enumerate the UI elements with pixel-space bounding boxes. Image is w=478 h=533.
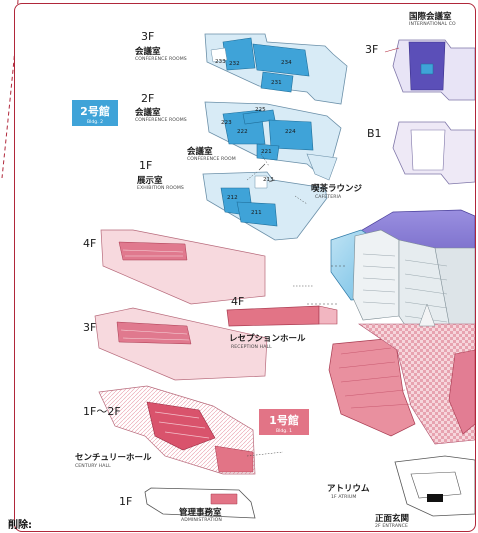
intl-3f-floor: 3F — [365, 43, 379, 56]
reception-jp: レセプションホール — [229, 334, 306, 344]
room-224: 224 — [285, 129, 296, 135]
deleted-label: 削除: — [8, 520, 32, 531]
bldg2-1f-exh-jp: 展示室 — [137, 176, 163, 186]
intl-3f-plan — [384, 39, 475, 101]
century-en: CENTURY HALL — [75, 464, 111, 469]
atrium-en: 1F ATRIUM — [331, 495, 357, 500]
floor-map-drawing — [94, 33, 475, 519]
room-222: 222 — [237, 129, 248, 135]
bldg2-2f-en: CONFERENCE ROOMS — [135, 118, 187, 123]
room-213: 213 — [263, 177, 274, 183]
admin-jp: 管理事務室 — [179, 508, 222, 518]
century-hall-plan — [98, 385, 256, 475]
bldg2-badge: 2号館 Bldg. 2 — [72, 100, 118, 126]
bldg2-2f-jp: 会議室 — [135, 108, 161, 118]
room-223: 223 — [221, 120, 232, 126]
bldg1-exterior — [305, 209, 475, 445]
bldg2-2f-plan — [204, 101, 342, 181]
entrance-jp: 正面玄関 — [375, 514, 410, 524]
bldg2-1f-plan — [202, 163, 328, 241]
room-231: 231 — [271, 80, 282, 86]
bldg1-1f2f-floor: 1F～2F — [83, 405, 121, 418]
atrium-jp: アトリウム — [327, 484, 370, 494]
cafeteria-en: CAFETERIA — [315, 195, 342, 200]
bldg1-4f-floor: 4F — [83, 237, 97, 250]
bldg1-4f-plan — [100, 229, 266, 305]
bldg2-3f-jp: 会議室 — [135, 47, 161, 57]
intl-jp: 国際会議室 — [409, 12, 452, 22]
bldg1-3f-floor: 3F — [83, 321, 97, 334]
bldg2-3f-plan — [204, 33, 348, 105]
bldg1-name: 1号館 — [269, 414, 299, 427]
intl-b1-floor: B1 — [367, 127, 382, 140]
reception-hall-plan — [226, 305, 338, 327]
century-jp: センチュリーホール — [75, 453, 152, 463]
bldg2-1f-conf-jp: 会議室 — [187, 147, 213, 157]
room-212: 212 — [227, 195, 238, 201]
bldg2-2f-floor: 2F — [141, 92, 155, 105]
room-232: 232 — [229, 61, 240, 67]
bldg2-3f-en: CONFERENCE ROOMS — [135, 57, 187, 62]
bldg2-sub: Bldg. 2 — [86, 120, 104, 125]
bldg2-1f-exh-en: EXHIBITION ROOMS — [137, 186, 184, 191]
room-221: 221 — [261, 149, 272, 155]
bldg1-badge: 1号館 Bldg. 1 — [259, 409, 309, 435]
atrium-plan — [394, 455, 475, 517]
bldg1-sub: Bldg. 1 — [275, 429, 293, 434]
reception-floor: 4F — [231, 295, 245, 308]
bldg2-1f-conf-en: CONFERENCE ROOM — [187, 157, 236, 162]
cafeteria-jp: 喫茶ラウンジ — [311, 184, 363, 194]
room-225: 225 — [255, 107, 266, 113]
room-234: 234 — [281, 60, 292, 66]
entrance-en: 2F ENTRANCE — [375, 524, 408, 529]
bldg1-3f-plan — [94, 307, 268, 381]
admin-en: ADMINISTRATION — [181, 518, 222, 523]
bldg2-1f-floor: 1F — [139, 159, 153, 172]
room-233: 233 — [215, 59, 226, 65]
intl-en: INTERNATIONAL CO — [409, 22, 456, 27]
bldg1-1f-plan — [144, 487, 256, 519]
map-frame: 2号館 Bldg. 2 3F 会議室 CONFERENCE ROOMS 233 … — [14, 3, 476, 532]
bldg2-3f-floor: 3F — [141, 30, 155, 43]
bldg2-name: 2号館 — [80, 105, 110, 118]
room-211: 211 — [251, 210, 262, 216]
intl-b1-plan — [392, 121, 475, 185]
bldg1-1f-floor: 1F — [119, 495, 133, 508]
reception-en: RECEPTION HALL — [231, 345, 272, 350]
